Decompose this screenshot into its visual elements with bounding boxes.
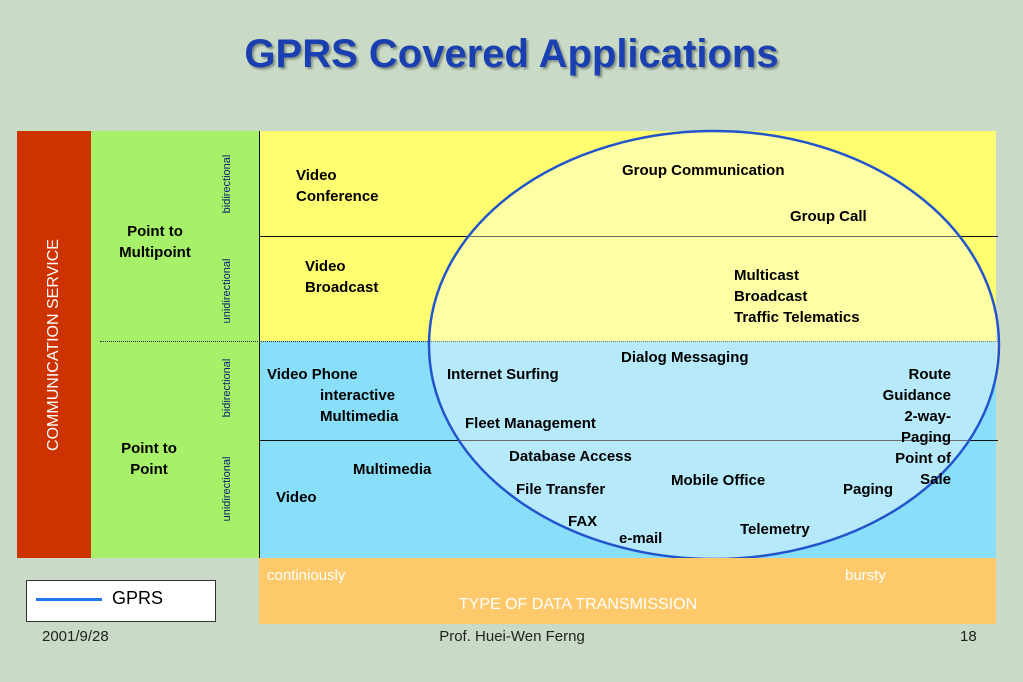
app-mobile-office: Mobile Office	[671, 472, 766, 489]
service-mode-column	[91, 131, 259, 558]
app-video: Video	[276, 489, 317, 506]
legend-label: GPRS	[112, 588, 164, 608]
app-multicast-broadcast: Multicast Broadcast Traffic Telematics	[734, 267, 860, 326]
communication-service-bar	[17, 131, 91, 558]
app-paging: Paging	[843, 481, 894, 498]
footer-page-number: 18	[960, 628, 977, 645]
app-fax: FAX	[568, 513, 598, 530]
footer-date: 2001/9/28	[42, 628, 109, 645]
mode-label-point-to-point: Point to Point	[121, 440, 177, 478]
app-dialog-messaging: Dialog Messaging	[621, 349, 749, 366]
mode-label-multipoint: Point to Multipoint	[119, 223, 191, 261]
row-divider	[259, 440, 998, 441]
column-divider	[259, 131, 260, 558]
legend	[26, 580, 216, 622]
app-group-call: Group Call	[790, 208, 867, 225]
data-transmission-bar	[259, 558, 996, 624]
app-telemetry: Telemetry	[740, 521, 810, 538]
app-interactive-multimedia: interactive Multimedia	[320, 387, 399, 425]
app-video-conference: Video Conference	[296, 167, 379, 205]
app-video-broadcast: Video Broadcast	[305, 258, 379, 296]
row-divider	[259, 236, 998, 237]
legend-line-swatch	[36, 598, 102, 601]
app-file-transfer: File Transfer	[516, 481, 606, 498]
data-transmission-label: TYPE OF DATA TRANSMISSION	[458, 596, 698, 613]
app-email: e-mail	[619, 530, 663, 547]
group-divider	[100, 341, 998, 342]
axis-end-label: bursty	[845, 567, 886, 584]
app-group-communication: Group Communication	[622, 162, 785, 179]
app-internet-surfing: Internet Surfing	[447, 366, 559, 383]
page-title: GPRS Covered Applications	[244, 32, 779, 76]
app-route-guidance: Route Guidance 2-way-Paging Point of Sal…	[882, 366, 951, 488]
footer-author: Prof. Huei-Wen Ferng	[439, 628, 585, 645]
gprs-coverage-ellipse	[427, 129, 1001, 561]
app-multimedia: Multimedia	[353, 461, 432, 478]
axis-start-label: continiously	[267, 567, 346, 584]
app-video-phone: Video Phone	[267, 366, 358, 383]
app-fleet-management: Fleet Management	[465, 415, 596, 432]
app-database-access: Database Access	[509, 448, 632, 465]
